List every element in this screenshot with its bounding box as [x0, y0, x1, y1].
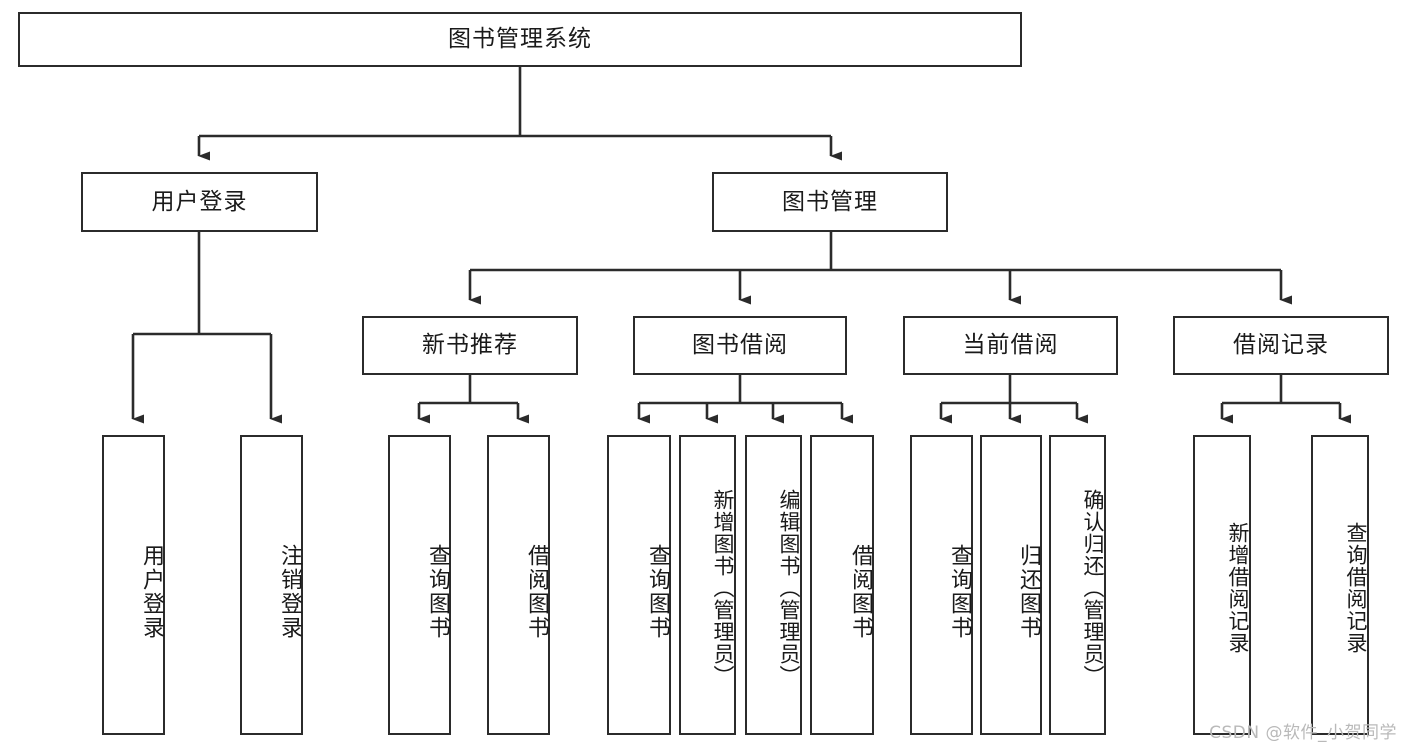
node-leaf-confirm-return-label: 确认归还（管理员） — [1081, 489, 1105, 687]
node-leaf-query-book-1[interactable]: 查询图书 — [388, 435, 451, 735]
node-leaf-query-book-2-label: 查询图书 — [645, 544, 670, 640]
node-leaf-query-record-label: 查询借阅记录 — [1344, 522, 1368, 654]
node-root[interactable]: 图书管理系统 — [18, 12, 1022, 67]
node-leaf-borrow-book-2[interactable]: 借阅图书 — [810, 435, 874, 735]
node-leaf-borrow-book-2-label: 借阅图书 — [848, 544, 873, 640]
node-leaf-logout-label: 注销登录 — [277, 544, 302, 640]
node-leaf-borrow-book-1[interactable]: 借阅图书 — [487, 435, 550, 735]
node-root-label: 图书管理系统 — [448, 26, 592, 53]
node-leaf-edit-book-label: 编辑图书（管理员） — [777, 489, 801, 687]
node-leaf-confirm-return[interactable]: 确认归还（管理员） — [1049, 435, 1106, 735]
node-book-borrow-label: 图书借阅 — [692, 332, 788, 359]
node-borrow-record-label: 借阅记录 — [1233, 332, 1329, 359]
node-book-borrow[interactable]: 图书借阅 — [633, 316, 847, 375]
node-user-login-label: 用户登录 — [151, 188, 248, 215]
node-leaf-add-book[interactable]: 新增图书（管理员） — [679, 435, 736, 735]
node-leaf-query-book-3[interactable]: 查询图书 — [910, 435, 973, 735]
node-leaf-user-login[interactable]: 用户登录 — [102, 435, 165, 735]
node-current-borrow-label: 当前借阅 — [962, 332, 1059, 359]
node-leaf-query-book-2[interactable]: 查询图书 — [607, 435, 671, 735]
node-new-book-rec[interactable]: 新书推荐 — [362, 316, 578, 375]
node-user-login[interactable]: 用户登录 — [81, 172, 318, 232]
node-book-manage-label: 图书管理 — [782, 188, 878, 215]
node-leaf-return-book-label: 归还图书 — [1016, 544, 1041, 640]
node-leaf-borrow-book-1-label: 借阅图书 — [524, 544, 549, 640]
node-leaf-query-record[interactable]: 查询借阅记录 — [1311, 435, 1369, 735]
csdn-watermark: CSDN @软件_小贺同学 — [1209, 723, 1397, 743]
node-leaf-return-book[interactable]: 归还图书 — [980, 435, 1042, 735]
node-book-manage[interactable]: 图书管理 — [712, 172, 948, 232]
node-leaf-logout[interactable]: 注销登录 — [240, 435, 303, 735]
node-new-book-rec-label: 新书推荐 — [422, 332, 518, 359]
node-leaf-add-record-label: 新增借阅记录 — [1226, 522, 1250, 654]
node-leaf-edit-book[interactable]: 编辑图书（管理员） — [745, 435, 802, 735]
node-current-borrow[interactable]: 当前借阅 — [903, 316, 1118, 375]
node-leaf-add-record[interactable]: 新增借阅记录 — [1193, 435, 1251, 735]
node-leaf-add-book-label: 新增图书（管理员） — [711, 489, 735, 687]
node-leaf-user-login-label: 用户登录 — [139, 544, 164, 640]
node-borrow-record[interactable]: 借阅记录 — [1173, 316, 1389, 375]
node-leaf-query-book-1-label: 查询图书 — [425, 544, 450, 640]
node-leaf-query-book-3-label: 查询图书 — [947, 544, 972, 640]
